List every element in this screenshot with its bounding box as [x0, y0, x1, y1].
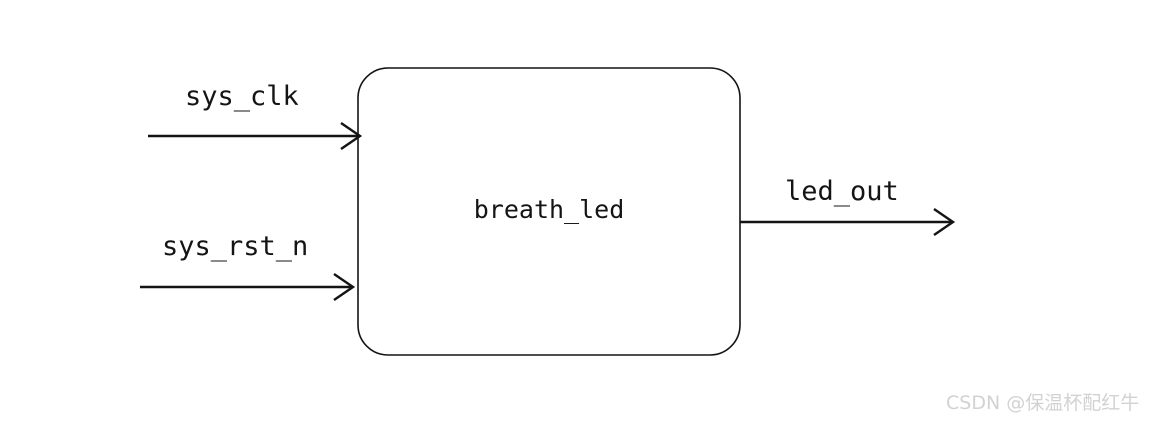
port-label-sys-rst-n: sys_rst_n [162, 231, 309, 262]
arrow-sys-rst-n [140, 273, 356, 301]
arrow-led-out [740, 208, 956, 236]
module-name-label: breath_led [473, 195, 625, 224]
arrow-sys-rst-n-head [333, 273, 356, 301]
port-label-led-out: led_out [785, 176, 899, 207]
module-box [357, 67, 741, 356]
arrow-led-out-head [933, 208, 956, 236]
arrow-sys-clk [148, 122, 363, 150]
arrow-sys-clk-head [340, 122, 363, 150]
port-label-sys-clk: sys_clk [185, 81, 299, 112]
csdn-watermark: CSDN @保温杯配红牛 [946, 392, 1140, 414]
